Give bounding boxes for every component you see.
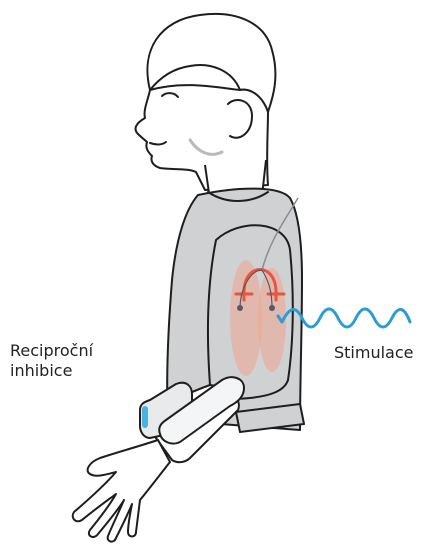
- reciprocal-inhibition-label: Reciproční inhibice: [10, 341, 93, 381]
- stimulation-label: Stimulace: [334, 343, 414, 363]
- reciprocal-inhibition-line-1: Reciproční: [10, 341, 93, 361]
- hand: [73, 440, 170, 542]
- device-electrode: [142, 406, 148, 428]
- reciprocal-inhibition-line-2: inhibice: [10, 361, 93, 381]
